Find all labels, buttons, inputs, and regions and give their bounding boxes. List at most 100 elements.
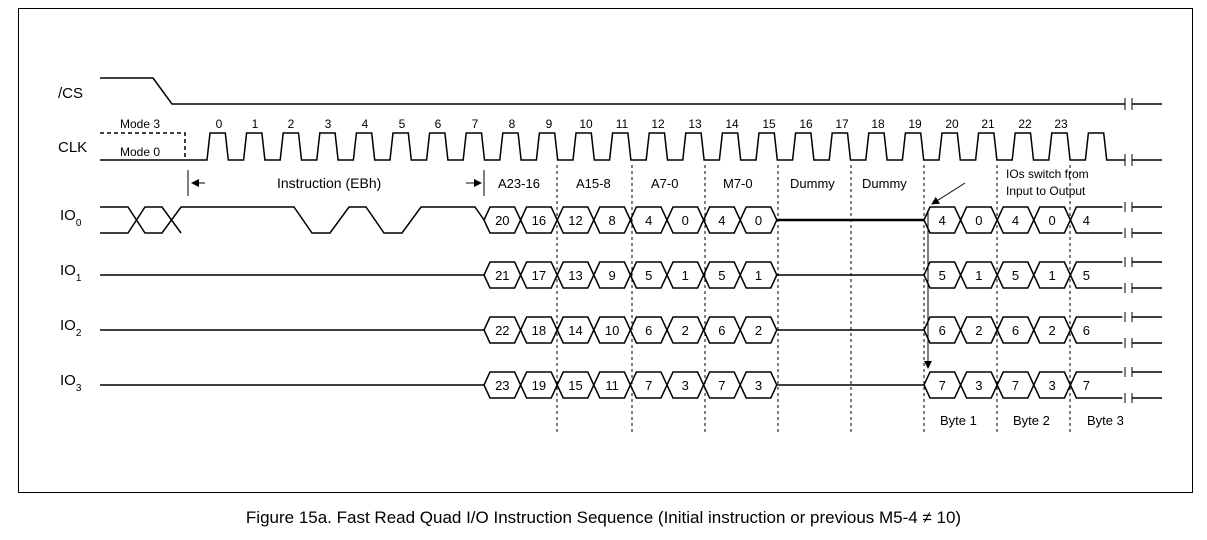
io-output-value: 5: [1083, 268, 1090, 283]
clock-number: 7: [472, 117, 479, 131]
clk-waveform: [100, 132, 1162, 166]
io-output-value: 3: [1048, 378, 1055, 393]
byte1-label: Byte 1: [940, 413, 977, 428]
addr-high-label: A23-16: [498, 176, 540, 191]
clock-number: 5: [399, 117, 406, 131]
io-data-value: 4: [645, 213, 652, 228]
io-output-value: 7: [1083, 378, 1090, 393]
clock-number: 14: [725, 117, 739, 131]
byte2-label: Byte 2: [1013, 413, 1050, 428]
io-data-value: 6: [645, 323, 652, 338]
io-data-value: 14: [568, 323, 582, 338]
clock-number: 11: [616, 117, 629, 131]
io-data-value: 13: [568, 268, 582, 283]
io-output-value: 2: [1048, 323, 1055, 338]
io-data-value: 16: [532, 213, 546, 228]
clock-number: 6: [435, 117, 442, 131]
io2-label: IO2: [60, 317, 82, 339]
io-output-value: 0: [1048, 213, 1055, 228]
io-data-value: 9: [608, 268, 615, 283]
io-data-value: 3: [755, 378, 762, 393]
io-output-value: 6: [939, 323, 946, 338]
io-data-value: 8: [608, 213, 615, 228]
clock-number: 0: [216, 117, 223, 131]
clock-number: 3: [325, 117, 332, 131]
io-output-value: 5: [1012, 268, 1019, 283]
mode3-dashed-line: [100, 132, 186, 160]
io-data-value: 0: [755, 213, 762, 228]
io-output-value: 6: [1012, 323, 1019, 338]
io-output-value: 3: [975, 378, 982, 393]
io-switch-note: IOs switch from Input to Output: [1006, 167, 1092, 198]
clock-number: 4: [362, 117, 369, 131]
io-data-value: 12: [568, 213, 582, 228]
io-data-value: 1: [682, 268, 689, 283]
io-data-value: 7: [718, 378, 725, 393]
io-data-value: 7: [645, 378, 652, 393]
mode-bits-label: M7-0: [723, 176, 753, 191]
diagram-frame: [18, 8, 1193, 493]
clock-number: 15: [762, 117, 776, 131]
io-data-value: 18: [532, 323, 546, 338]
io-output-value: 4: [1012, 213, 1019, 228]
io-output-cell: [1069, 261, 1123, 289]
io-data-value: 3: [682, 378, 689, 393]
io0-label: IO0: [60, 207, 82, 229]
clock-number: 20: [945, 117, 959, 131]
io-data-value: 2: [755, 323, 762, 338]
io-output-value: 7: [1012, 378, 1019, 393]
dummy2-label: Dummy: [862, 176, 907, 191]
io3-label: IO3: [60, 372, 82, 394]
clock-number: 21: [981, 117, 995, 131]
clock-number: 9: [546, 117, 553, 131]
io-data-value: 4: [718, 213, 725, 228]
cs-waveform: [100, 77, 1162, 105]
addr-mid-label: A15-8: [576, 176, 611, 191]
io-output-value: 5: [939, 268, 946, 283]
clock-number: 10: [579, 117, 593, 131]
io-output-value: 2: [975, 323, 982, 338]
addr-low-label: A7-0: [651, 176, 678, 191]
io-output-cell: [1069, 371, 1123, 399]
clock-number: 12: [651, 117, 665, 131]
io-output-value: 1: [975, 268, 982, 283]
io-data-value: 22: [495, 323, 509, 338]
io-output-cell: [1069, 316, 1123, 344]
mode0-label: Mode 0: [120, 145, 160, 159]
io-data-value: 11: [605, 378, 619, 393]
instruction-label: Instruction (EBh): [277, 175, 381, 191]
dummy1-label: Dummy: [790, 176, 835, 191]
io-data-value: 17: [532, 268, 546, 283]
io-data-value: 0: [682, 213, 689, 228]
io-output-value: 0: [975, 213, 982, 228]
io-data-value: 5: [645, 268, 652, 283]
mode3-label: Mode 3: [120, 117, 160, 131]
io-output-value: 1: [1048, 268, 1055, 283]
figure-caption: Figure 15a. Fast Read Quad I/O Instructi…: [245, 508, 962, 527]
clock-number: 19: [908, 117, 922, 131]
clock-number: 8: [509, 117, 516, 131]
io-data-value: 1: [755, 268, 762, 283]
io-data-value: 15: [568, 378, 582, 393]
io-data-value: 21: [495, 268, 509, 283]
clock-number: 16: [799, 117, 813, 131]
clock-number: 1: [252, 117, 259, 131]
switch-arrow: [931, 182, 966, 205]
clock-number: 22: [1018, 117, 1032, 131]
io-output-value: 6: [1083, 323, 1090, 338]
io-output-value: 7: [939, 378, 946, 393]
clock-number: 2: [288, 117, 295, 131]
io-data-value: 19: [532, 378, 546, 393]
io-output-cell: [1069, 206, 1123, 234]
clk-label: CLK: [58, 139, 87, 156]
io-data-value: 10: [605, 323, 619, 338]
io-data-value: 20: [495, 213, 509, 228]
io1-label: IO1: [60, 262, 82, 284]
phase-dividers: [556, 165, 1071, 435]
